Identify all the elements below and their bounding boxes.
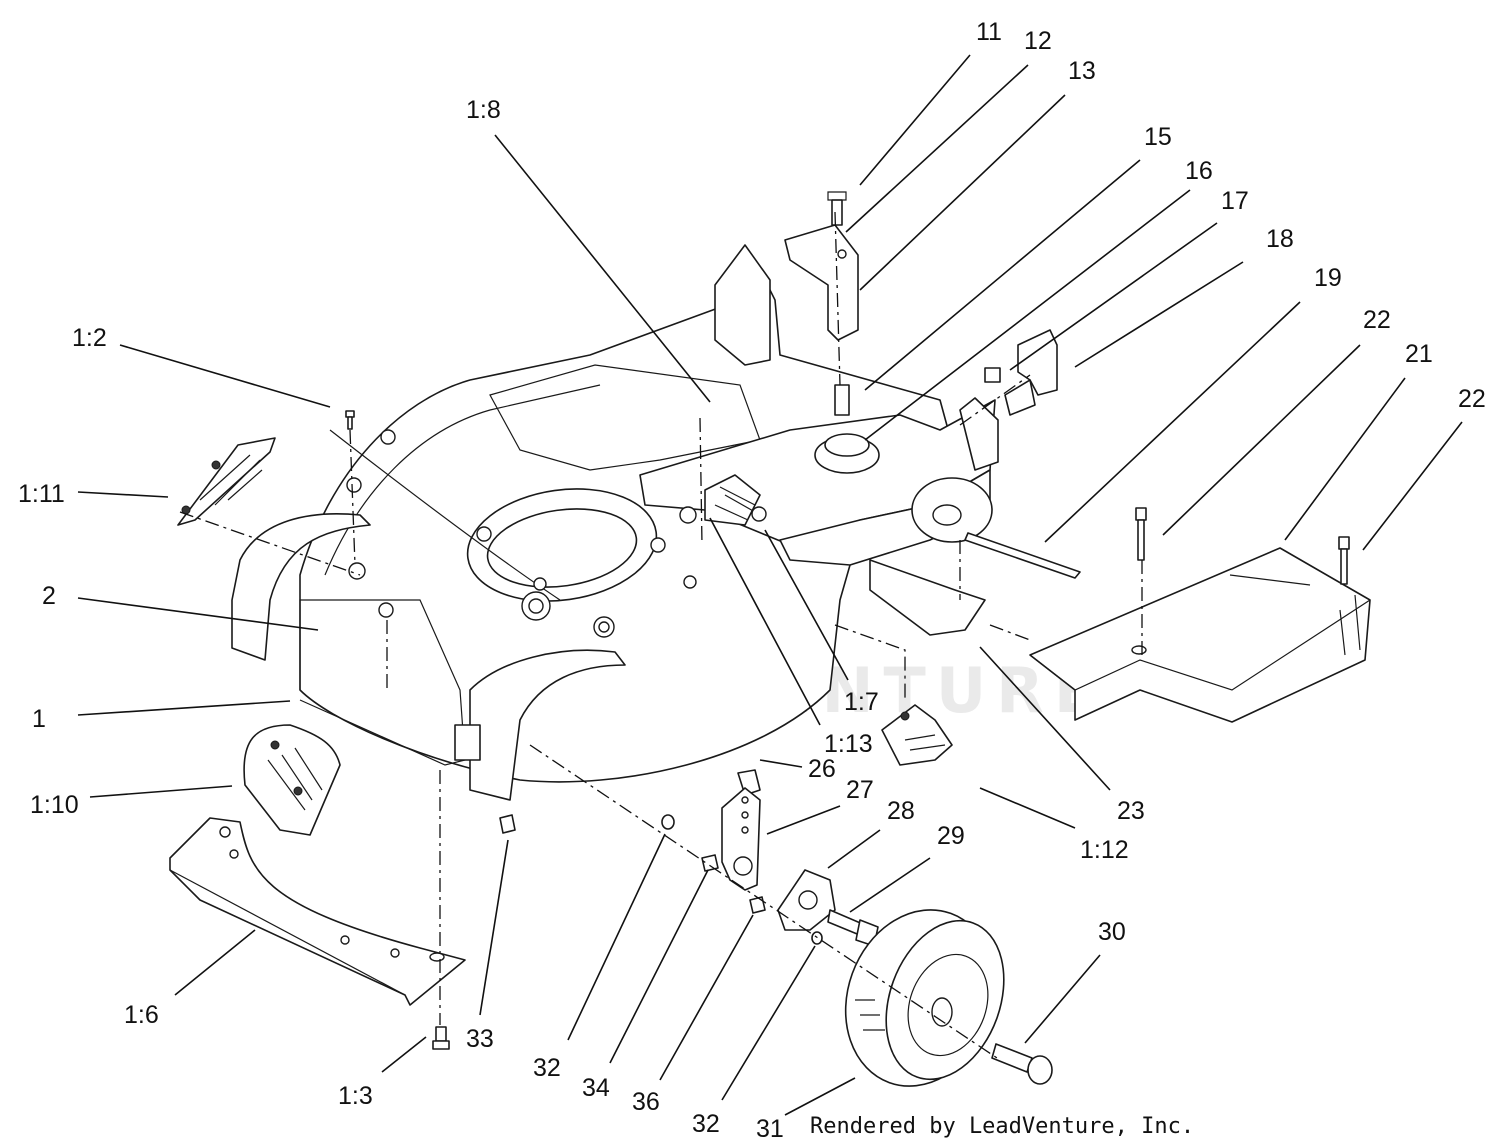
callout-1-7: 1:7 [844, 688, 879, 716]
screw-34 [701, 854, 719, 872]
wheel-31 [844, 909, 1005, 1087]
callout-1-12: 1:12 [1080, 836, 1129, 864]
blade [169, 817, 466, 1006]
callout-30: 30 [1098, 918, 1126, 946]
callout-21: 21 [1405, 340, 1433, 368]
baffle-1-12 [881, 704, 953, 766]
callout-1-2: 1:2 [72, 324, 107, 352]
callout-1-11: 1:11 [18, 480, 65, 508]
callout-34: 34 [582, 1074, 610, 1102]
washer-32a [661, 814, 675, 830]
callout-1: 1 [32, 705, 46, 733]
callout-12: 12 [1024, 27, 1052, 55]
nut-36 [749, 896, 766, 914]
callout-15: 15 [1144, 123, 1172, 151]
callout-1-13: 1:13 [824, 730, 873, 758]
callout-18: 18 [1266, 225, 1294, 253]
baffle-1-11 [177, 437, 276, 526]
callout-labels: 11 12 13 15 16 17 18 19 22 21 22 1:8 1:2… [18, 18, 1486, 1143]
rear-plate [1029, 547, 1371, 723]
callout-16: 16 [1185, 157, 1213, 185]
callout-22-b: 22 [1458, 385, 1486, 413]
baffle-1-10 [243, 724, 341, 836]
bolt-left [1135, 507, 1147, 561]
rear-housing [639, 397, 999, 566]
callout-17: 17 [1221, 187, 1249, 215]
callout-11: 11 [976, 18, 1002, 46]
callout-32-b: 32 [692, 1110, 720, 1138]
side-bracket [984, 329, 1058, 416]
screw-1-3 [432, 1026, 450, 1050]
callout-23: 23 [1117, 797, 1145, 825]
rod [964, 532, 1081, 579]
callout-33: 33 [466, 1025, 494, 1053]
callout-27: 27 [846, 776, 874, 804]
mower-deck [299, 244, 956, 783]
explode-lines [179, 211, 1143, 1061]
height-bracket [784, 191, 859, 416]
callout-28: 28 [887, 797, 915, 825]
callout-2: 2 [42, 582, 56, 610]
height-adjuster-27 [721, 787, 761, 891]
callout-1-8: 1:8 [466, 96, 501, 124]
callout-26: 26 [808, 755, 836, 783]
render-credit: Rendered by LeadVenture, Inc. [810, 1114, 1194, 1139]
wheel-bracket-28 [777, 869, 836, 931]
callout-1-6: 1:6 [124, 1001, 159, 1029]
callout-22-a: 22 [1363, 306, 1391, 334]
callout-29: 29 [937, 822, 965, 850]
bolt-right [1338, 536, 1350, 585]
screw-1-2 [345, 410, 355, 430]
callout-32-a: 32 [533, 1054, 561, 1082]
callout-1-3: 1:3 [338, 1082, 373, 1110]
callout-1-10: 1:10 [30, 791, 79, 819]
callout-31: 31 [756, 1115, 784, 1143]
callout-36: 36 [632, 1088, 660, 1116]
rear-flap [869, 559, 986, 636]
leader-lines [77, 54, 1463, 1116]
axle-bolt-30 [991, 1043, 1053, 1085]
nut-33 [499, 814, 516, 834]
callout-19: 19 [1314, 264, 1342, 292]
callout-13: 13 [1068, 57, 1096, 85]
